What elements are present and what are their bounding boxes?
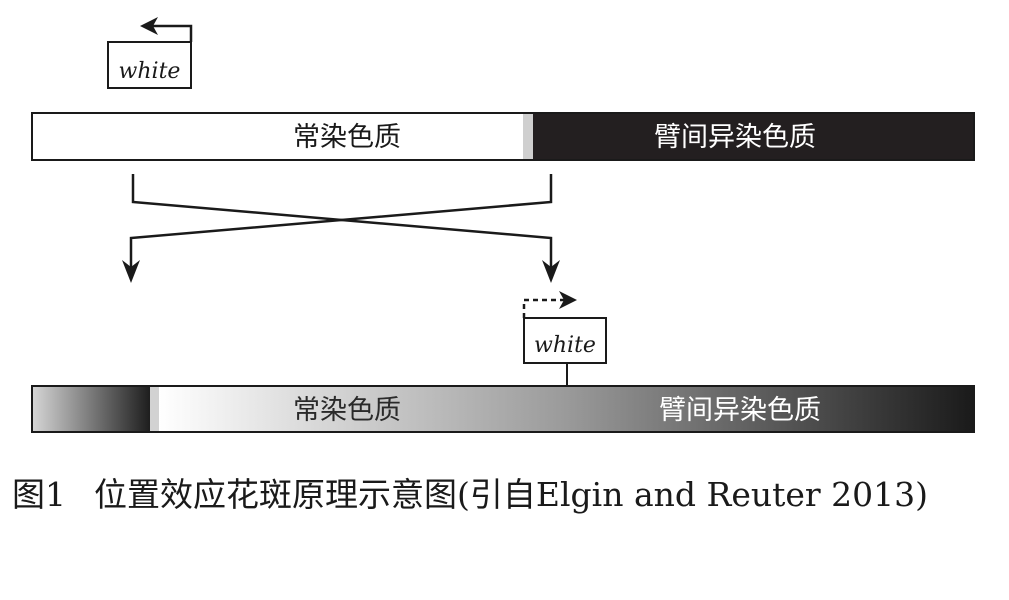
bottom-left-heterochromatin-region [32,386,150,432]
figure-caption-text: 位置效应花斑原理示意图(引自Elgin and Reuter 2013) [94,475,929,514]
right-down-arrowhead [542,260,560,283]
figure-caption: 图1 位置效应花斑原理示意图(引自Elgin and Reuter 2013) [12,462,1002,528]
left-down-arrowhead [122,260,140,283]
top-euchromatin-region [32,113,523,160]
figure-number: 图1 [12,475,66,514]
bottom-chromosome: 常染色质 臂间异染色质 [31,385,975,433]
bottom-chromosome-outline [31,385,975,433]
bottom-promoter-arrowhead [559,291,577,309]
inversion-line-from-left [131,174,553,272]
bottom-promoter-arrow [522,298,566,318]
bottom-main-gradient-region [159,386,974,432]
top-boundary-strip [523,113,533,160]
top-chromosome-outline [31,112,975,161]
top-white-gene: white [107,17,193,89]
top-white-gene-box [107,41,192,89]
top-white-gene-label: white [119,59,181,84]
bottom-white-gene-box [523,317,607,364]
top-chromosome: 常染色质 臂间异染色质 [31,112,975,161]
inversion-crossing-lines [122,174,560,283]
top-heterochromatin-label: 臂间异染色质 [654,122,816,153]
position-effect-variegation-diagram: white 常染色质 臂间异染色质 white 常染色质 臂间异染色质 [31,17,975,433]
bottom-boundary-strip [150,386,159,432]
bottom-euchromatin-label: 常染色质 [293,395,401,426]
top-heterochromatin-region [533,113,974,160]
top-promoter-arrow [148,24,193,42]
bottom-white-gene: white [522,291,607,386]
bottom-white-gene-label: white [534,333,596,358]
inversion-line-from-right [129,174,553,272]
top-promoter-arrowhead [140,17,158,35]
top-euchromatin-label: 常染色质 [293,122,401,153]
bottom-heterochromatin-label: 臂间异染色质 [659,395,821,426]
